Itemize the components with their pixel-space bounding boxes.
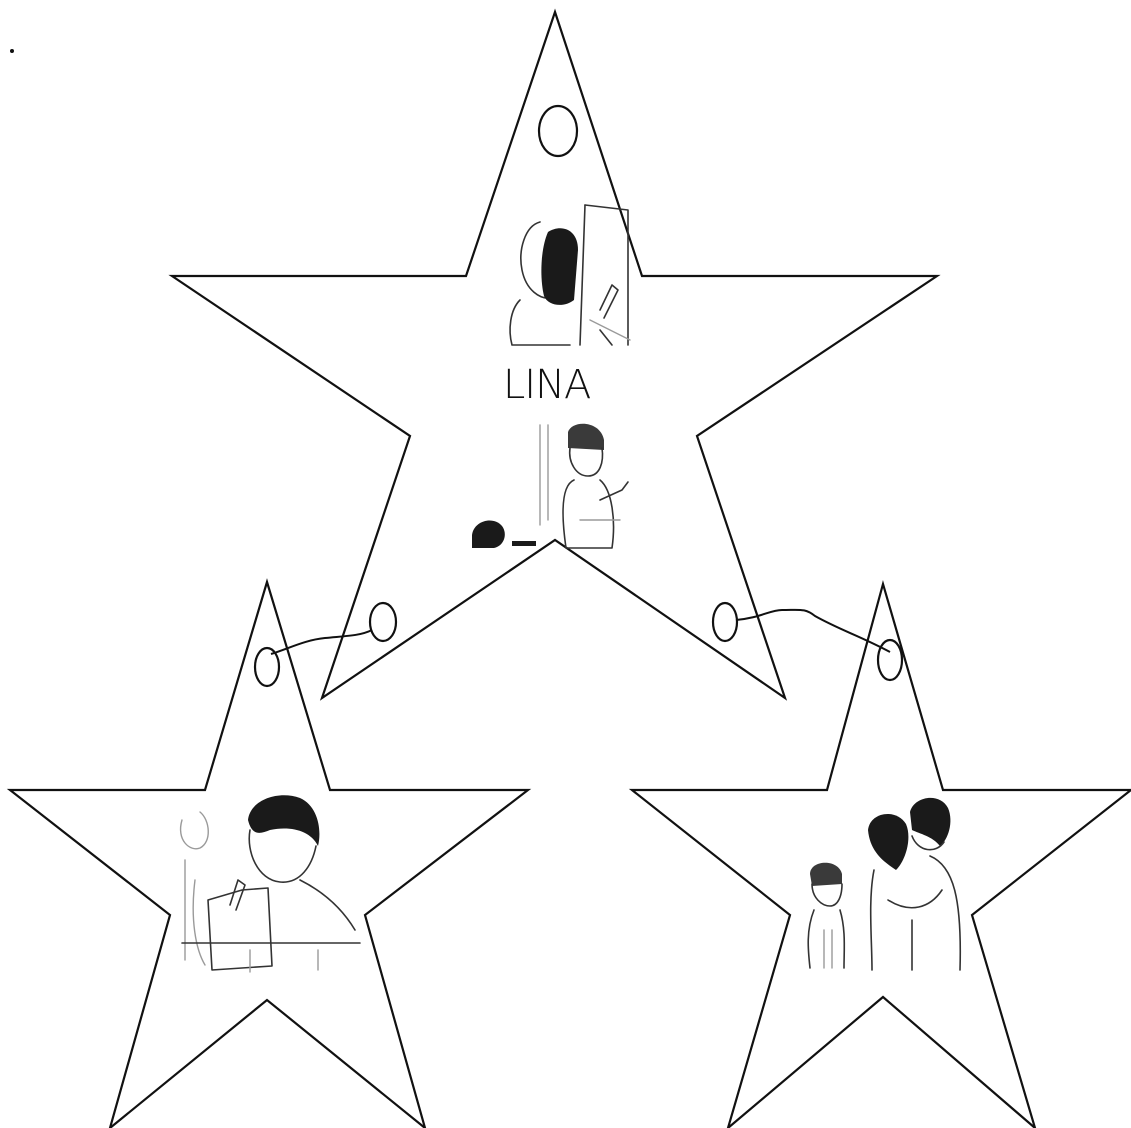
bottom-left-star [10, 582, 528, 1128]
bottom-left-star-outline [10, 582, 528, 1128]
stray-dot [10, 49, 14, 53]
bottom-right-star [632, 584, 1131, 1128]
top-star: LINA [172, 12, 937, 698]
dark-ink-bar [512, 541, 536, 546]
star-label: LINA [503, 362, 591, 408]
top-star-outline [172, 12, 937, 698]
